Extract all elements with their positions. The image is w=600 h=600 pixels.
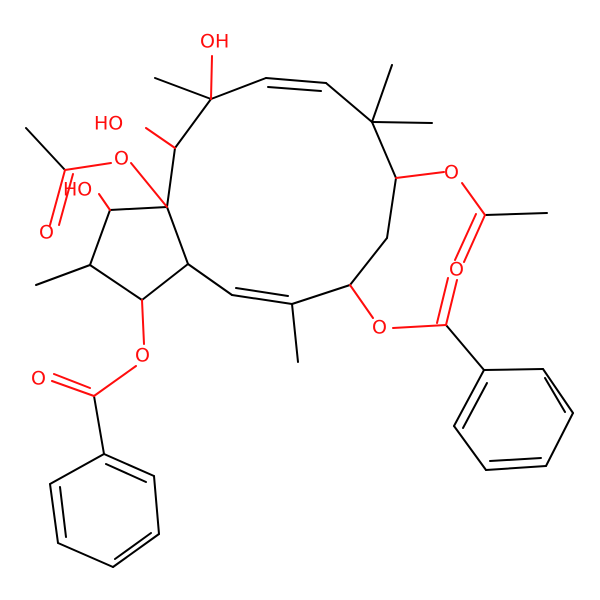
hydroxyl-label-left-upper: HO [94,113,123,135]
oxygen-bonds [49,55,486,397]
benzoate-ester-oxygen-right: O [372,317,387,339]
acetate-ester-oxygen-right: O [444,162,459,184]
hydroxyl-label-left-lower: HO [63,179,92,201]
acetate-carbonyl-oxygen-left: O [39,222,54,244]
acetate-ester-oxygen-left: O [114,148,129,170]
atom-labels: OH HO HO O O O O O O O [31,31,464,390]
hydroxyl-label-top: OH [200,31,229,53]
benzoate-ester-oxygen-left: O [135,345,150,367]
carbon-skeleton [25,64,574,568]
acetate-carbonyl-oxygen-right: O [449,259,464,281]
benzoate-carbonyl-oxygen-left: O [31,368,46,390]
